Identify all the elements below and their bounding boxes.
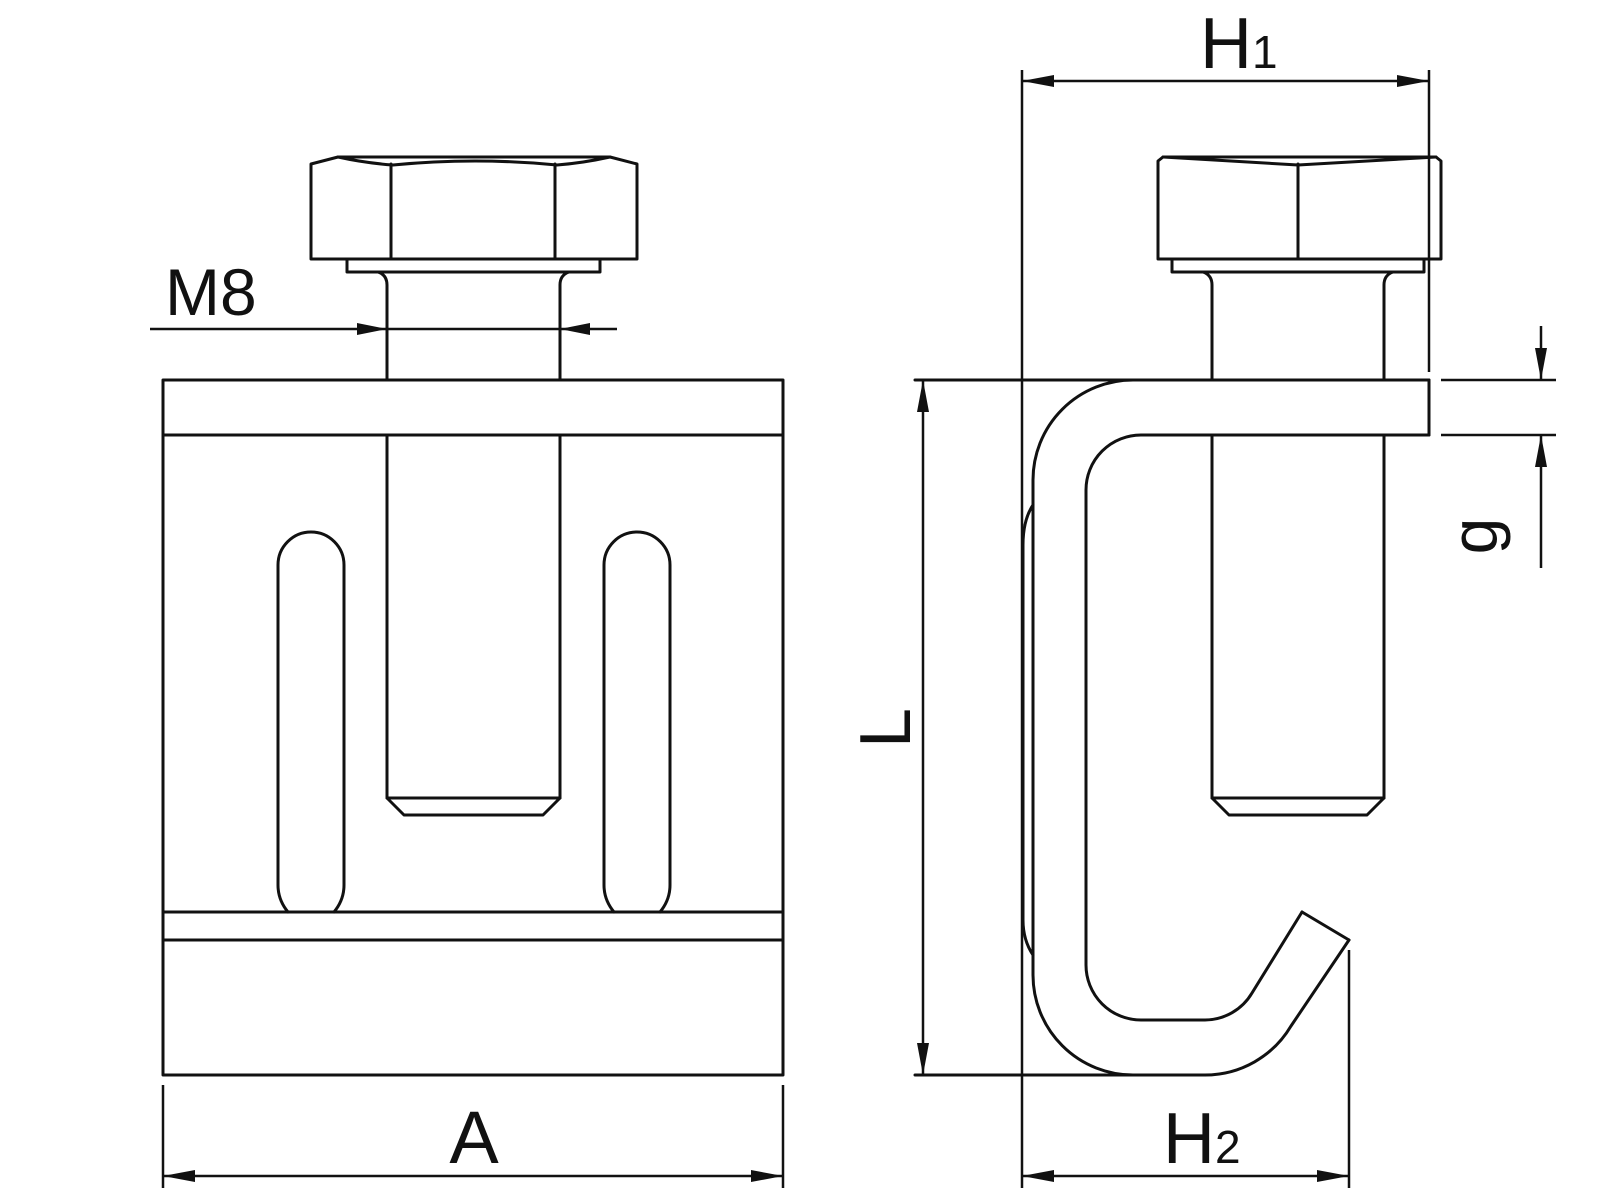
a-label: A [449,1096,499,1179]
front-slot-left [276,530,346,914]
g-arrow-bottom [1535,435,1547,467]
h2-label-sub: 2 [1215,1121,1241,1173]
h2-label-main: H [1163,1099,1215,1179]
front-hex-top-arc [336,155,612,167]
dimension-a: A [161,1085,785,1188]
dimension-m8: M8 [150,255,617,335]
dimension-h2: H2 [1022,950,1351,1188]
side-bolt-tip [1210,796,1386,817]
h1-label-sub: 1 [1252,26,1278,78]
front-view [161,155,785,1077]
side-clamp-outer [1031,378,1431,1077]
front-slot-right [602,530,672,914]
g-label: g [1437,518,1511,555]
l-label: L [846,708,926,748]
front-washer [345,257,602,274]
h2-arrow-left [1022,1170,1054,1182]
g-arrow-top [1535,348,1547,380]
m8-arrow-left [357,323,387,335]
front-bolt-upper-right [558,270,571,382]
m8-arrow-right [560,323,590,335]
h1-label: H1 [1200,4,1278,84]
front-body [161,378,785,1077]
dimension-l: L [846,380,929,1075]
l-arrow-top [917,380,929,412]
a-arrow-right [751,1170,783,1182]
side-bolt-upper-left [1201,270,1214,382]
a-arrow-left [163,1170,195,1182]
h2-arrow-right [1317,1170,1349,1182]
dimension-h1: H1 [1020,4,1431,1188]
side-clamp-tip-edge [1300,910,1351,942]
h1-arrow-left [1022,75,1054,87]
side-washer [1170,257,1426,274]
h1-label-main: H [1200,4,1252,84]
side-bolt-upper-right [1382,270,1395,382]
m8-label: M8 [165,255,257,329]
front-bolt-upper-left [376,270,389,382]
front-bolt-tip [385,796,562,817]
side-clamp-inner [1084,433,1431,1022]
h2-label: H2 [1163,1099,1241,1179]
dimension-g: g [1437,326,1556,568]
l-arrow-bottom [917,1043,929,1075]
side-view [913,155,1443,1077]
h1-arrow-right [1397,75,1429,87]
front-hex-head [309,155,639,261]
